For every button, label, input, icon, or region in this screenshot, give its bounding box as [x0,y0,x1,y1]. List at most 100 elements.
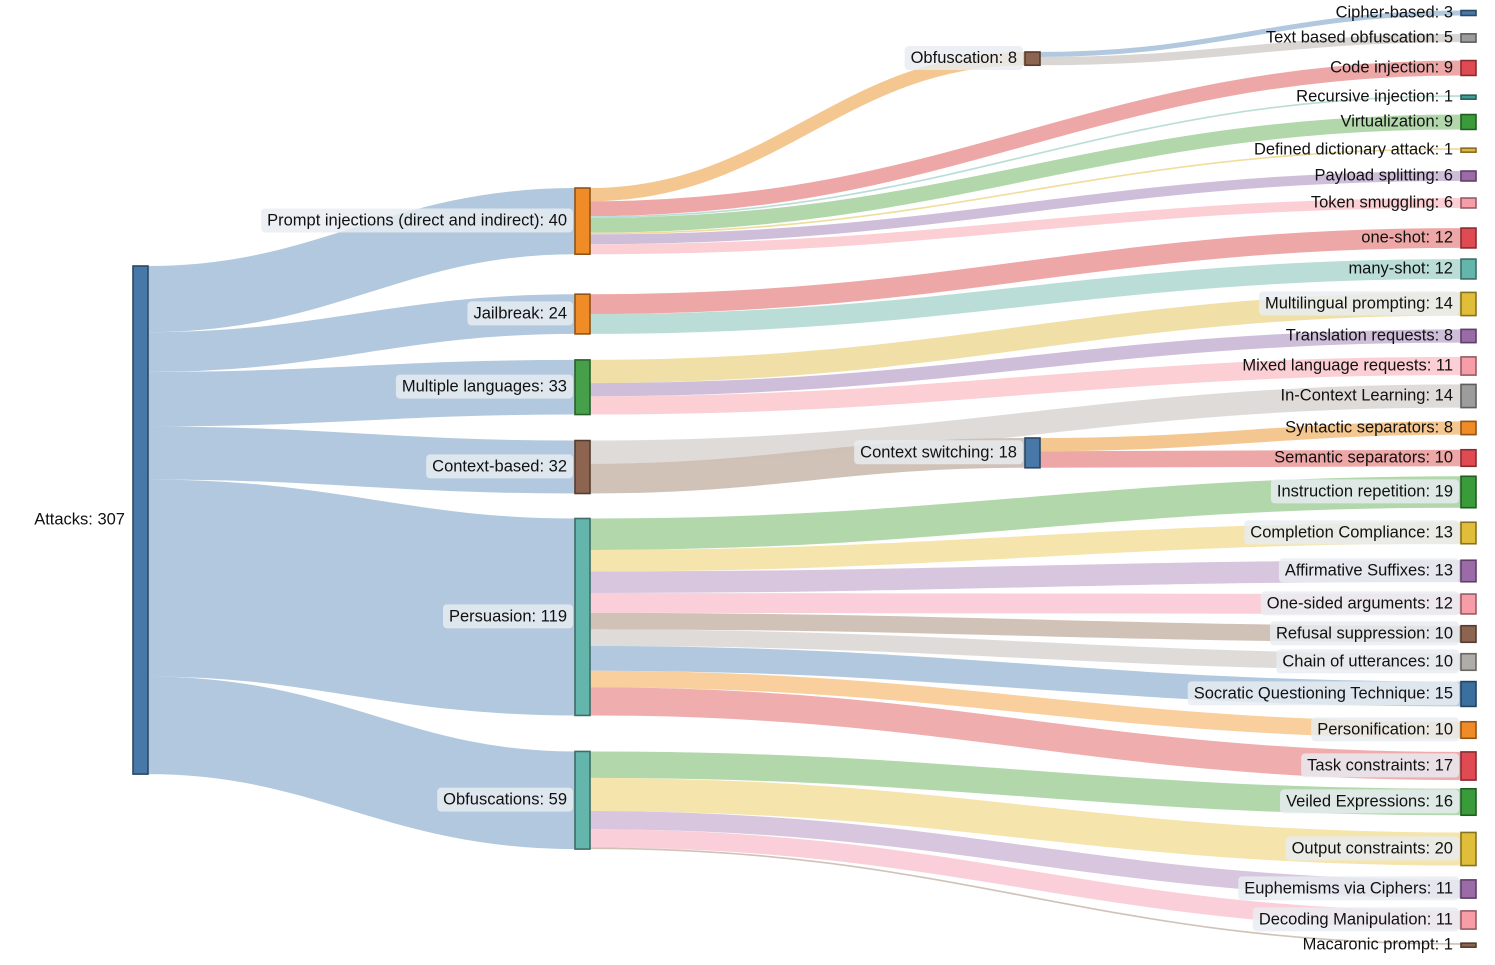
sankey-link [589,847,1462,945]
node-label-group-chain_utterances: Chain of utterances: 10 [1276,649,1459,674]
sankey-link [589,52,1026,202]
node-label-group-one_sided_args: One-sided arguments: 12 [1260,591,1459,616]
sankey-node-euphemisms[interactable] [1460,879,1477,899]
sankey-node-syntactic_sep[interactable] [1460,420,1477,436]
node-label-output_constraints: Output constraints: 20 [1292,839,1453,857]
sankey-node-one_shot[interactable] [1460,227,1477,249]
node-label-recursive_injection: Recursive injection: 1 [1296,88,1453,106]
sankey-node-virtualization[interactable] [1460,113,1477,131]
node-label-group-instruction_rep: Instruction repetition: 19 [1270,479,1459,504]
node-label-group-prompt_injections: Prompt injections (direct and indirect):… [261,208,573,233]
sankey-link [589,171,1462,245]
sankey-node-chain_utterances[interactable] [1460,652,1477,672]
node-label-group-jailbreak: Jailbreak: 24 [467,301,573,326]
label-background [1244,520,1459,545]
sankey-link [589,114,1462,233]
sankey-node-in_context[interactable] [1460,383,1477,409]
sankey-node-mixed_language[interactable] [1460,356,1477,376]
sankey-node-cipher_based[interactable] [1460,9,1477,17]
node-label-group-socratic: Socratic Questioning Technique: 15 [1187,681,1459,706]
sankey-node-defined_dict[interactable] [1460,147,1477,153]
label-background [467,301,573,326]
label-background [426,454,573,479]
node-label-prompt_injections: Prompt injections (direct and indirect):… [267,211,567,229]
label-background [904,45,1023,70]
node-label-group-context_based: Context-based: 32 [426,454,573,479]
sankey-node-translation_req[interactable] [1460,328,1477,344]
node-label-virtualization: Virtualization: 9 [1340,112,1453,130]
sankey-node-prompt_injections[interactable] [574,187,591,255]
sankey-node-obfuscations[interactable] [574,750,591,850]
node-label-group-task_constraints: Task constraints: 17 [1301,753,1459,778]
label-background [261,208,573,233]
sankey-node-semantic_sep[interactable] [1460,448,1477,468]
node-label-in_context: In-Context Learning: 14 [1281,386,1453,404]
sankey-node-payload_splitting[interactable] [1460,170,1477,182]
label-background [437,787,573,812]
sankey-node-context_switching[interactable] [1024,437,1041,469]
sankey-node-one_sided_args[interactable] [1460,593,1477,615]
sankey-node-code_injection[interactable] [1460,59,1477,77]
node-label-group-obfuscations: Obfuscations: 59 [437,787,573,812]
nodes-layer [132,9,1477,948]
node-label-affirmative_suf: Affirmative Suffixes: 13 [1285,561,1453,579]
sankey-node-completion_comp[interactable] [1460,521,1477,545]
node-label-euphemisms: Euphemisms via Ciphers: 11 [1244,879,1453,897]
node-label-group-completion_comp: Completion Compliance: 13 [1244,520,1459,545]
sankey-node-task_constraints[interactable] [1460,751,1477,781]
sankey-link [1039,33,1462,66]
sankey-node-persuasion[interactable] [574,517,591,717]
node-label-macaronic: Macaronic prompt: 1 [1303,936,1453,954]
sankey-node-veiled_expr[interactable] [1460,787,1477,817]
sankey-link [589,228,1462,315]
label-background [1269,621,1459,646]
node-label-instruction_rep: Instruction repetition: 19 [1277,482,1453,500]
node-label-group-multilingual: Multilingual prompting: 14 [1258,291,1459,316]
node-label-multilingual: Multilingual prompting: 14 [1265,294,1453,312]
sankey-node-multiple_languages[interactable] [574,359,591,416]
sankey-node-many_shot[interactable] [1460,258,1477,280]
label-background [395,374,573,399]
node-label-one_shot: one-shot: 12 [1361,228,1453,246]
node-label-completion_comp: Completion Compliance: 13 [1250,523,1453,541]
node-label-group-decoding_manip: Decoding Manipulation: 11 [1252,907,1459,932]
sankey-node-multilingual[interactable] [1460,291,1477,317]
sankey-node-attacks[interactable] [132,265,149,775]
node-label-socratic: Socratic Questioning Technique: 15 [1194,684,1453,702]
label-background [1270,479,1459,504]
node-label-task_constraints: Task constraints: 17 [1307,756,1453,774]
node-label-syntactic_sep: Syntactic separators: 8 [1285,418,1453,436]
sankey-node-output_constraints[interactable] [1460,831,1477,867]
node-label-mixed_language: Mixed language requests: 11 [1242,356,1453,374]
sankey-node-macaronic[interactable] [1460,942,1477,948]
label-background [1285,836,1459,861]
sankey-link [589,329,1462,397]
label-background [1258,291,1459,316]
label-background [1280,789,1459,814]
sankey-node-obfuscation_mid[interactable] [1024,51,1041,67]
node-label-cipher_based: Cipher-based: 3 [1336,3,1453,21]
node-label-personification: Personification: 10 [1317,720,1453,738]
node-label-group-euphemisms: Euphemisms via Ciphers: 11 [1238,876,1459,901]
node-label-context_based: Context-based: 32 [432,457,567,475]
sankey-node-token_smuggling[interactable] [1460,197,1477,209]
sankey-node-affirmative_suf[interactable] [1460,559,1477,583]
node-label-jailbreak: Jailbreak: 24 [473,304,567,322]
node-label-code_injection: Code injection: 9 [1330,58,1453,76]
sankey-node-instruction_rep[interactable] [1460,475,1477,509]
sankey-node-text_based_obf[interactable] [1460,33,1477,43]
sankey-node-personification[interactable] [1460,720,1477,740]
label-background [854,440,1023,465]
label-background [1260,591,1459,616]
sankey-node-socratic[interactable] [1460,680,1477,708]
sankey-node-decoding_manip[interactable] [1460,910,1477,930]
sankey-node-recursive_injection[interactable] [1460,94,1477,100]
sankey-node-jailbreak[interactable] [574,293,591,335]
sankey-node-context_based[interactable] [574,439,591,495]
node-label-group-context_switching: Context switching: 18 [854,440,1023,465]
node-label-group-obfuscation_mid: Obfuscation: 8 [904,45,1023,70]
node-label-group-multiple_languages: Multiple languages: 33 [395,374,573,399]
sankey-node-refusal_supp[interactable] [1460,624,1477,644]
label-background [1311,717,1459,742]
